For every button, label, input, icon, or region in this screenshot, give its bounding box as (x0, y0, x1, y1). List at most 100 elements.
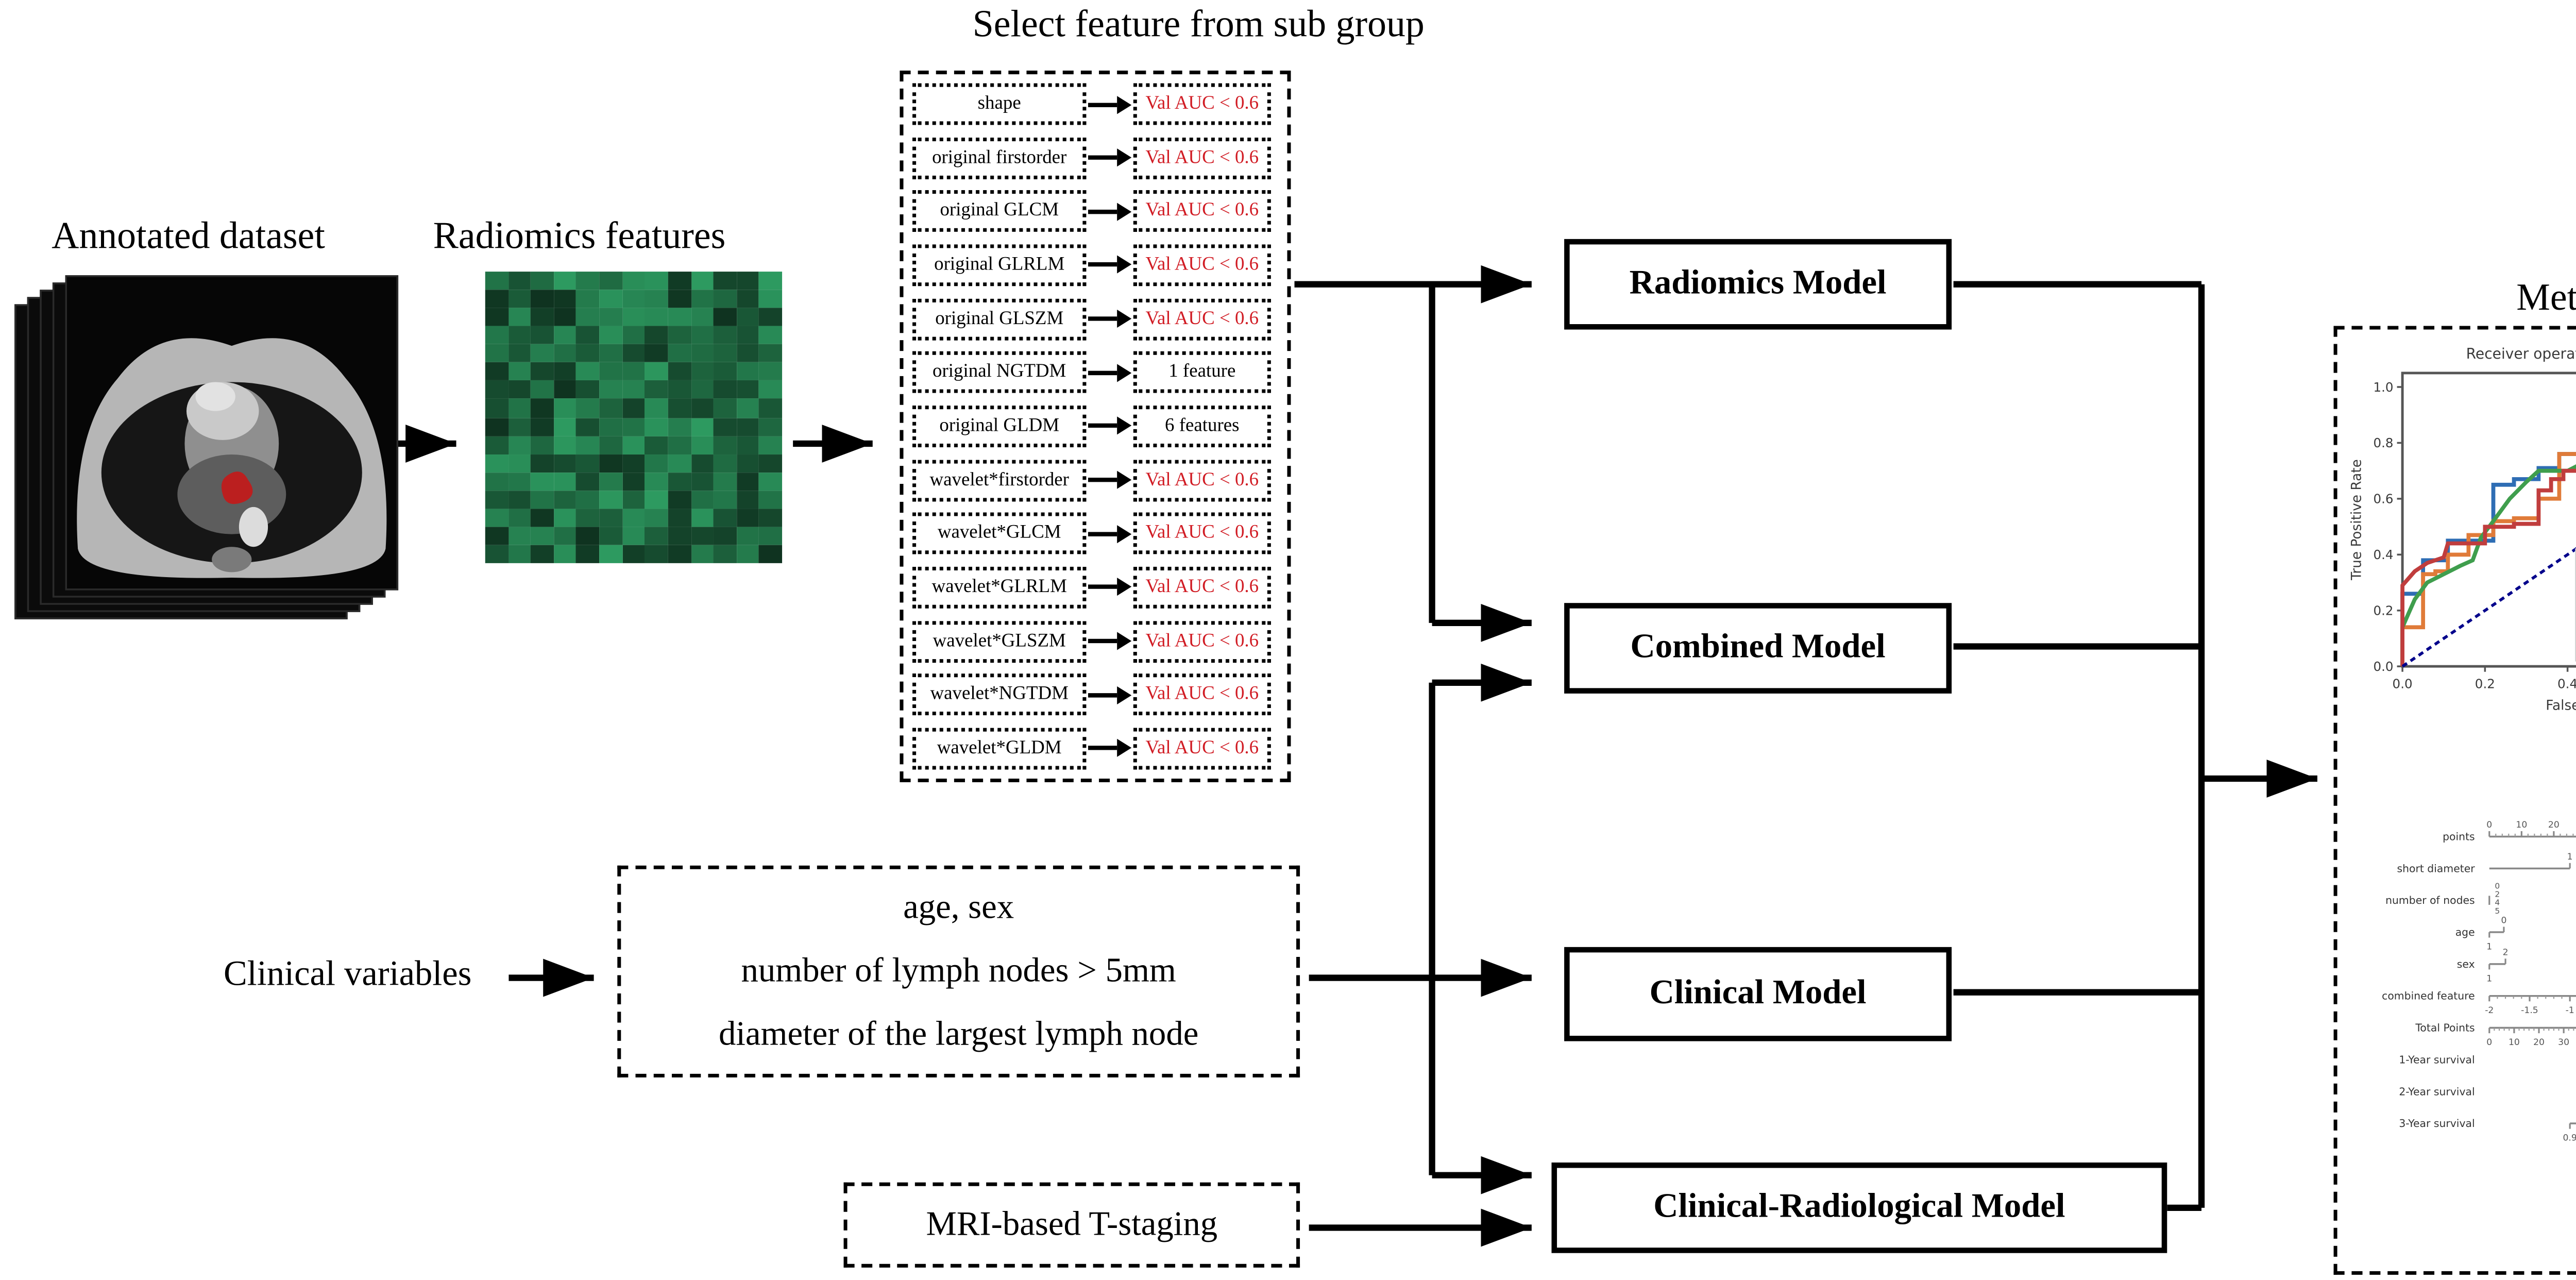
heatmap-cell (714, 509, 736, 527)
feature-result: Val AUC < 0.6 (1133, 620, 1271, 662)
heatmap-cell (645, 545, 668, 563)
nomogram-tick-label: 0 (2501, 915, 2506, 925)
heatmap-cell (759, 399, 782, 417)
clinical-variable-line: number of lymph nodes > 5mm (741, 940, 1176, 1003)
nomogram-row-label: 3-Year survival (2399, 1117, 2475, 1130)
feature-result: 6 features (1133, 406, 1271, 447)
feature-subgroup-label: original firstorder (912, 137, 1086, 179)
heatmap-cell (714, 326, 736, 344)
heatmap-cell (668, 490, 690, 508)
roc-y-tick-label: 0.8 (2373, 435, 2393, 450)
heatmap-cell (531, 545, 553, 563)
heatmap-cell (714, 545, 736, 563)
heatmap-cell (577, 527, 599, 545)
heatmap-cell (645, 527, 668, 545)
heatmap-cell (485, 527, 508, 545)
feature-result: Val AUC < 0.6 (1133, 244, 1271, 286)
heatmap-cell (714, 308, 736, 326)
heatmap-cell (622, 454, 645, 472)
feature-subgroup-label: wavelet*GLDM (912, 728, 1086, 769)
clinical-model-box: Clinical Model (1564, 947, 1952, 1041)
heatmap-cell (736, 363, 759, 381)
heatmap-cell (531, 435, 553, 453)
heatmap-cell (668, 363, 690, 381)
heatmap-cell (577, 545, 599, 563)
heatmap-cell (599, 545, 622, 563)
heatmap-cell (554, 454, 577, 472)
heatmap-cell (577, 363, 599, 381)
feature-result: 1 feature (1133, 352, 1271, 394)
heatmap-cell (645, 381, 668, 399)
heatmap-cell (622, 435, 645, 453)
heatmap-cell (736, 472, 759, 490)
nomogram-tick-label: 2 (2503, 947, 2509, 957)
feature-subgroup-label: original GLSZM (912, 298, 1086, 340)
heatmap-cell (554, 326, 577, 344)
clinical-variable-line: age, sex (903, 877, 1014, 940)
feature-subgroup-label: wavelet*GLRLM (912, 567, 1086, 609)
feature-subgroup-label: shape (912, 83, 1086, 125)
heatmap-cell (645, 363, 668, 381)
roc-curve-chart: Receiver operating characteristic curve0… (2345, 341, 2576, 743)
heatmap-cell (759, 381, 782, 399)
feature-subgroup-label: wavelet*GLCM (912, 513, 1086, 554)
heatmap-cell (508, 509, 531, 527)
heatmap-cell (714, 417, 736, 435)
heatmap-cell (599, 326, 622, 344)
row-arrow-icon (1086, 577, 1133, 598)
heatmap-cell (485, 399, 508, 417)
feature-result: Val AUC < 0.6 (1133, 459, 1271, 501)
row-arrow-icon (1086, 93, 1133, 115)
heatmap-cell (645, 435, 668, 453)
row-arrow-icon (1086, 415, 1133, 437)
heatmap-cell (736, 545, 759, 563)
heatmap-cell (736, 345, 759, 363)
heatmap-cell (531, 290, 553, 308)
heatmap-cell (531, 363, 553, 381)
heatmap-cell (599, 472, 622, 490)
nomogram-row-label: sex (2457, 958, 2475, 970)
heatmap-cell (508, 435, 531, 453)
heatmap-cell (668, 381, 690, 399)
roc-y-tick-label: 0.2 (2373, 603, 2393, 618)
nomogram-row-label: Total Points (2415, 1022, 2475, 1034)
nomogram-row-label: points (2443, 831, 2475, 843)
roc-xlabel: False Positive Rate (2546, 698, 2576, 713)
heatmap-cell (508, 417, 531, 435)
heatmap-cell (599, 509, 622, 527)
nomogram-row-label: number of nodes (2385, 894, 2475, 906)
nomogram-tick-label: 0 (2486, 820, 2492, 830)
clinical-variables-label: Clinical variables (192, 956, 503, 996)
roc-y-tick-label: 0.0 (2373, 659, 2393, 674)
heatmap-cell (691, 272, 714, 290)
combined-model-box: Combined Model (1564, 603, 1952, 694)
heatmap-cell (599, 363, 622, 381)
heatmap-cell (668, 399, 690, 417)
heatmap-cell (485, 454, 508, 472)
feature-result: Val AUC < 0.6 (1133, 298, 1271, 340)
heatmap-cell (599, 454, 622, 472)
heatmap-cell (508, 490, 531, 508)
radiomics-heatmap (485, 272, 782, 563)
nomogram-tick-label: 1 (2486, 973, 2492, 984)
heatmap-cell (668, 509, 690, 527)
heatmap-cell (645, 345, 668, 363)
heatmap-cell (622, 326, 645, 344)
heatmap-cell (691, 509, 714, 527)
feature-row: original GLSZM Val AUC < 0.6 (912, 298, 1282, 340)
heatmap-cell (668, 417, 690, 435)
heatmap-cell (531, 527, 553, 545)
heatmap-cell (622, 308, 645, 326)
heatmap-cell (485, 417, 508, 435)
metrics-panel: Receiver operating characteristic curve0… (2334, 326, 2576, 1275)
heatmap-cell (736, 272, 759, 290)
mri-chest-illustration (67, 277, 397, 588)
heatmap-cell (668, 290, 690, 308)
heatmap-cell (691, 454, 714, 472)
feature-subgroup-label: wavelet*NGTDM (912, 674, 1086, 716)
heatmap-cell (668, 308, 690, 326)
feature-result: Val AUC < 0.6 (1133, 137, 1271, 179)
